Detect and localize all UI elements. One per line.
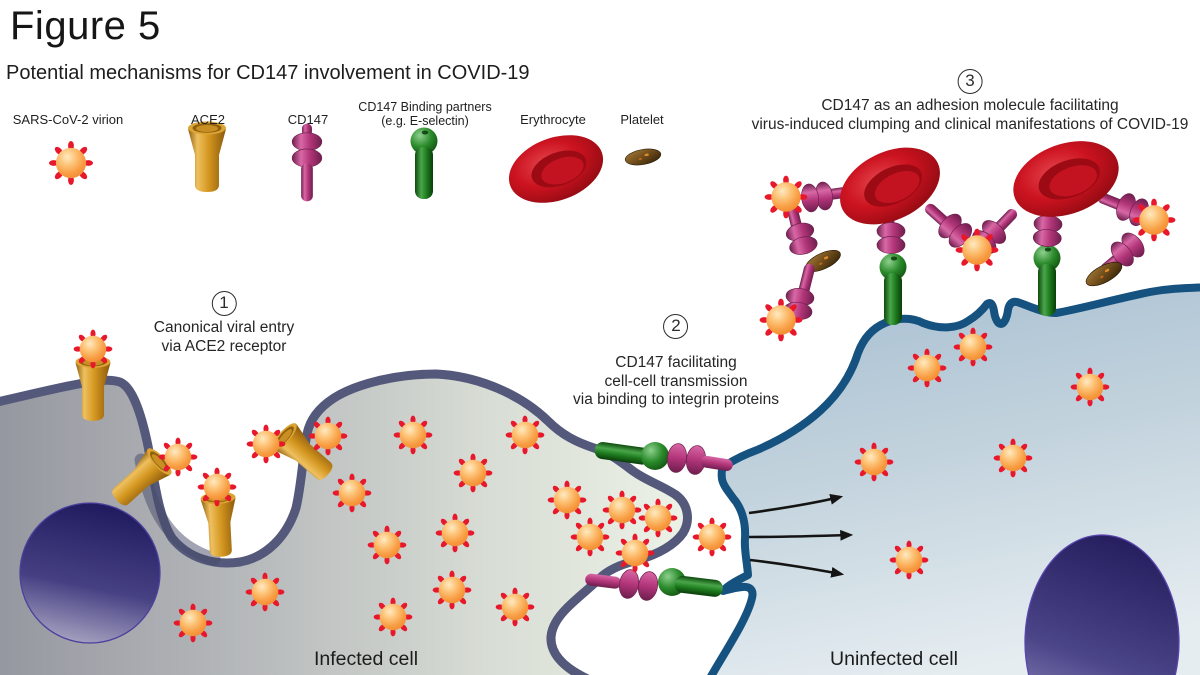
virion [907,348,947,388]
infected-cell-nucleus [19,502,161,644]
virion [495,587,535,627]
annotation-step1: 1 Canonical viral entry via ACE2 recepto… [154,291,294,356]
step2-text-line1: CD147 facilitating [615,354,737,371]
legend-erythrocyte-icon [499,122,613,216]
legend-label-binding-partners-line2: (e.g. E-selectin) [381,114,469,128]
cd147-chain [1082,228,1149,292]
virion [953,327,993,367]
virion [570,517,610,557]
virion [245,572,285,612]
legend-label-virion: SARS-CoV-2 virion [12,112,124,127]
virion [73,329,113,369]
virion [615,533,655,573]
legend-ace2-icon [188,121,226,192]
virion [1132,198,1176,242]
infected-cell-label: Infected cell [313,648,419,670]
legend-platelet-icon [623,145,663,169]
legend-label-ace2: ACE2 [191,112,225,127]
arrow [748,529,854,541]
arrow [748,494,844,515]
uninfected-cell-nucleus [1024,534,1180,675]
virion [158,437,198,477]
virion [993,438,1033,478]
legend-icons [48,121,663,216]
virion [854,442,894,482]
e-selectin-pin [879,253,907,325]
annotation-step3: 3 CD147 as an adhesion molecule facilita… [751,69,1189,134]
arrow [749,558,845,578]
virion [692,517,732,557]
legend-label-binding-partners-line1: CD147 Binding partners [358,100,492,114]
virion [393,415,433,455]
virion [246,424,286,464]
virion [889,540,929,580]
virion [308,416,348,456]
uninfected-cell-label: Uninfected cell [830,648,958,670]
virion [373,597,413,637]
annotation-step2: 2 CD147 facilitating cell-cell transmiss… [573,314,779,410]
step1-number-badge: 1 [211,291,237,316]
virion [435,513,475,553]
figure-subtitle: Potential mechanisms for CD147 involveme… [6,62,530,84]
legend-label-erythrocyte: Erythrocyte [520,112,586,127]
erythrocyte [1002,127,1130,231]
virion [602,490,642,530]
virion [332,473,372,513]
virion [432,570,472,610]
legend-label-cd147: CD147 [287,112,329,127]
legend-virion-icon [48,140,94,186]
figure-title: Figure 5 [10,4,161,48]
transmission-arrows [748,494,854,578]
virion [505,415,545,455]
virion [1070,367,1110,407]
step3-text-line2: virus-induced clumping and clinical mani… [751,115,1189,133]
step3-number-badge: 3 [957,69,983,94]
virion [955,228,999,272]
virion [197,467,237,507]
legend-label-platelet: Platelet [620,112,664,127]
legend-e-selectin-icon [410,127,438,199]
infected-cell [0,369,692,675]
step2-number-badge: 2 [663,314,689,339]
adhesion-clump [782,127,1153,325]
cd147-integrin-bridge-top [594,442,733,475]
virion [173,603,213,643]
virion [764,175,808,219]
step2-text-line2: cell-cell transmission [604,372,748,390]
virion [638,498,678,538]
step1-text-line2: via ACE2 receptor [161,337,287,355]
virion [367,525,407,565]
legend-cd147-icon [291,123,323,202]
cd147-integrin-bridge-bottom [585,568,723,601]
platelet [1082,256,1126,292]
step2-text-line3: via binding to integrin proteins [573,391,779,408]
step1-text-line1: Canonical viral entry [153,319,295,336]
virion [547,480,587,520]
step3-text-line1: CD147 as an adhesion molecule facilitati… [821,97,1119,114]
legend-label-binding-partners: CD147 Binding partners (e.g. E-selectin) [358,100,491,128]
virion [453,453,493,493]
